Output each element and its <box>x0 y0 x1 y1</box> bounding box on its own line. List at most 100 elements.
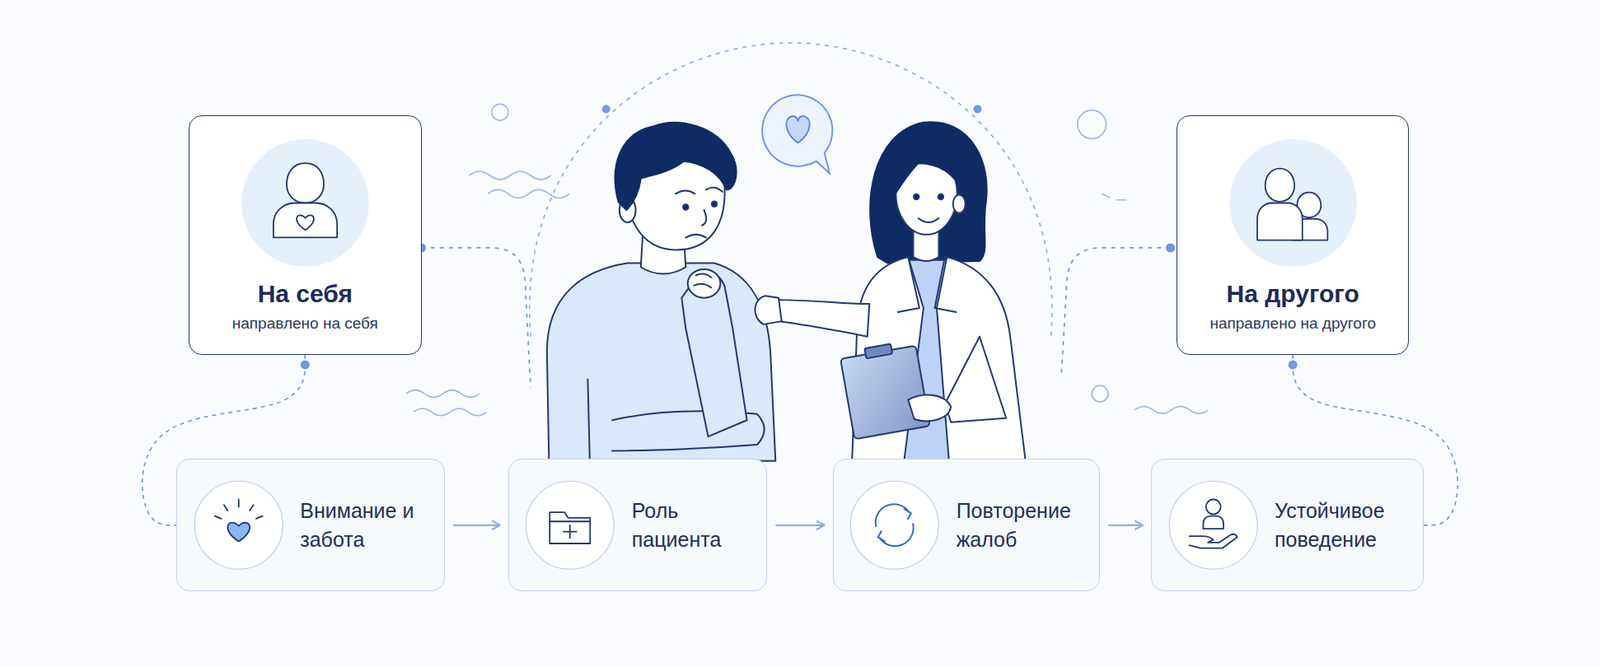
patient-figure <box>547 122 776 462</box>
icon-stroke <box>1205 500 1221 515</box>
box-subtitle: направлено на другого <box>1209 313 1376 335</box>
doctor-figure <box>870 121 988 263</box>
box-label: Устойчивое поведение <box>1274 496 1410 555</box>
speech-bubble <box>785 116 810 143</box>
box-subtitle: направлено на себя <box>232 313 379 335</box>
decor <box>469 171 552 180</box>
icon-stroke <box>550 512 591 544</box>
doctor-figure <box>918 218 940 223</box>
icon-stroke <box>563 525 577 539</box>
doctor-figure <box>754 121 1025 462</box>
icon-handPerson <box>1188 500 1237 549</box>
box-label: Роль пациента <box>631 496 754 555</box>
decor <box>421 247 532 389</box>
icon-stroke <box>286 163 324 203</box>
icon-stroke <box>875 504 914 547</box>
icon-circle <box>1169 481 1258 570</box>
decor <box>1077 110 1107 140</box>
patient-figure <box>701 210 707 226</box>
patient-figure <box>711 201 717 206</box>
decor-dot <box>973 105 983 114</box>
icon-stroke <box>296 215 314 230</box>
doctor-figure <box>893 139 964 197</box>
doctor-figure <box>953 195 966 214</box>
icon-stroke <box>273 202 337 238</box>
doctor-figure <box>938 194 944 200</box>
decor <box>491 103 509 121</box>
decor <box>1061 247 1171 378</box>
icon-cycle <box>875 504 914 547</box>
icon-circle <box>194 481 283 570</box>
icon-circle <box>241 139 370 267</box>
icon-stroke <box>1257 202 1303 240</box>
decor-dot <box>1165 243 1175 253</box>
category-box: На другого направлено на другого <box>1176 115 1409 356</box>
decor-dot <box>602 105 611 114</box>
speech-bubble <box>762 94 833 174</box>
patient-figure <box>685 234 707 239</box>
icon <box>523 479 616 571</box>
icon-circle <box>526 481 615 570</box>
decor <box>1091 385 1109 403</box>
process-box: Роль пациента <box>508 458 768 592</box>
decor <box>1102 193 1128 200</box>
icon-stroke <box>227 523 250 543</box>
doctor-figure <box>840 346 931 440</box>
doctor-figure <box>898 257 957 313</box>
doctor-figure <box>913 194 919 200</box>
icon <box>1226 136 1360 270</box>
icon-stroke <box>550 520 591 523</box>
flow-arrow <box>775 524 824 527</box>
box-label: Повторение жалоб <box>956 496 1086 555</box>
box-label: Внимание и забота <box>299 496 431 555</box>
icon <box>238 136 372 270</box>
icon-stroke <box>1202 516 1224 530</box>
doctor-figure <box>907 395 951 422</box>
icon-stroke <box>1188 534 1237 549</box>
icon-heartRays <box>215 500 263 543</box>
doctor-figure <box>839 339 931 440</box>
patient-figure <box>687 269 721 299</box>
decor <box>406 42 1208 417</box>
patient-figure <box>587 379 590 462</box>
icon <box>1167 479 1259 571</box>
doctor-figure <box>945 336 1006 423</box>
patient-figure <box>615 122 737 211</box>
doctor-figure <box>936 257 1026 462</box>
decor <box>487 189 570 198</box>
process-box: Устойчивое поведение <box>1150 458 1424 592</box>
icon <box>848 479 941 571</box>
icon-stroke <box>215 500 263 520</box>
patient-figure <box>547 263 776 462</box>
icon-circle <box>1229 139 1357 267</box>
decor-dot <box>416 105 1175 253</box>
icon-twoPeople <box>1257 168 1328 240</box>
box-title: На другого <box>1226 279 1360 309</box>
process-box: Повторение жалоб <box>832 458 1100 592</box>
icon-personHeart <box>273 163 337 238</box>
doctor-figure <box>771 299 870 337</box>
connector-dot <box>300 360 310 370</box>
process-box: Внимание и забота <box>176 458 445 592</box>
icon-folder <box>550 512 591 544</box>
icon-stroke <box>878 509 912 543</box>
decor <box>1134 407 1208 415</box>
icon-stroke <box>1264 168 1294 202</box>
decor <box>406 390 480 398</box>
patient-figure <box>681 272 747 437</box>
patient-figure <box>675 187 723 195</box>
speech-bubble <box>762 94 833 174</box>
patient-figure <box>683 204 688 210</box>
decor <box>413 408 487 417</box>
category-box: На себя направлено на себя <box>188 115 422 356</box>
doctor-figure <box>864 344 893 360</box>
icon-circle <box>850 481 939 570</box>
flow-arrow <box>453 524 501 527</box>
box-title: На себя <box>257 279 353 309</box>
icon <box>192 479 285 571</box>
patient-figure <box>693 273 712 288</box>
connector-dot <box>1288 360 1298 370</box>
flow-arrow <box>1108 524 1143 527</box>
doctor-figure <box>754 295 782 325</box>
